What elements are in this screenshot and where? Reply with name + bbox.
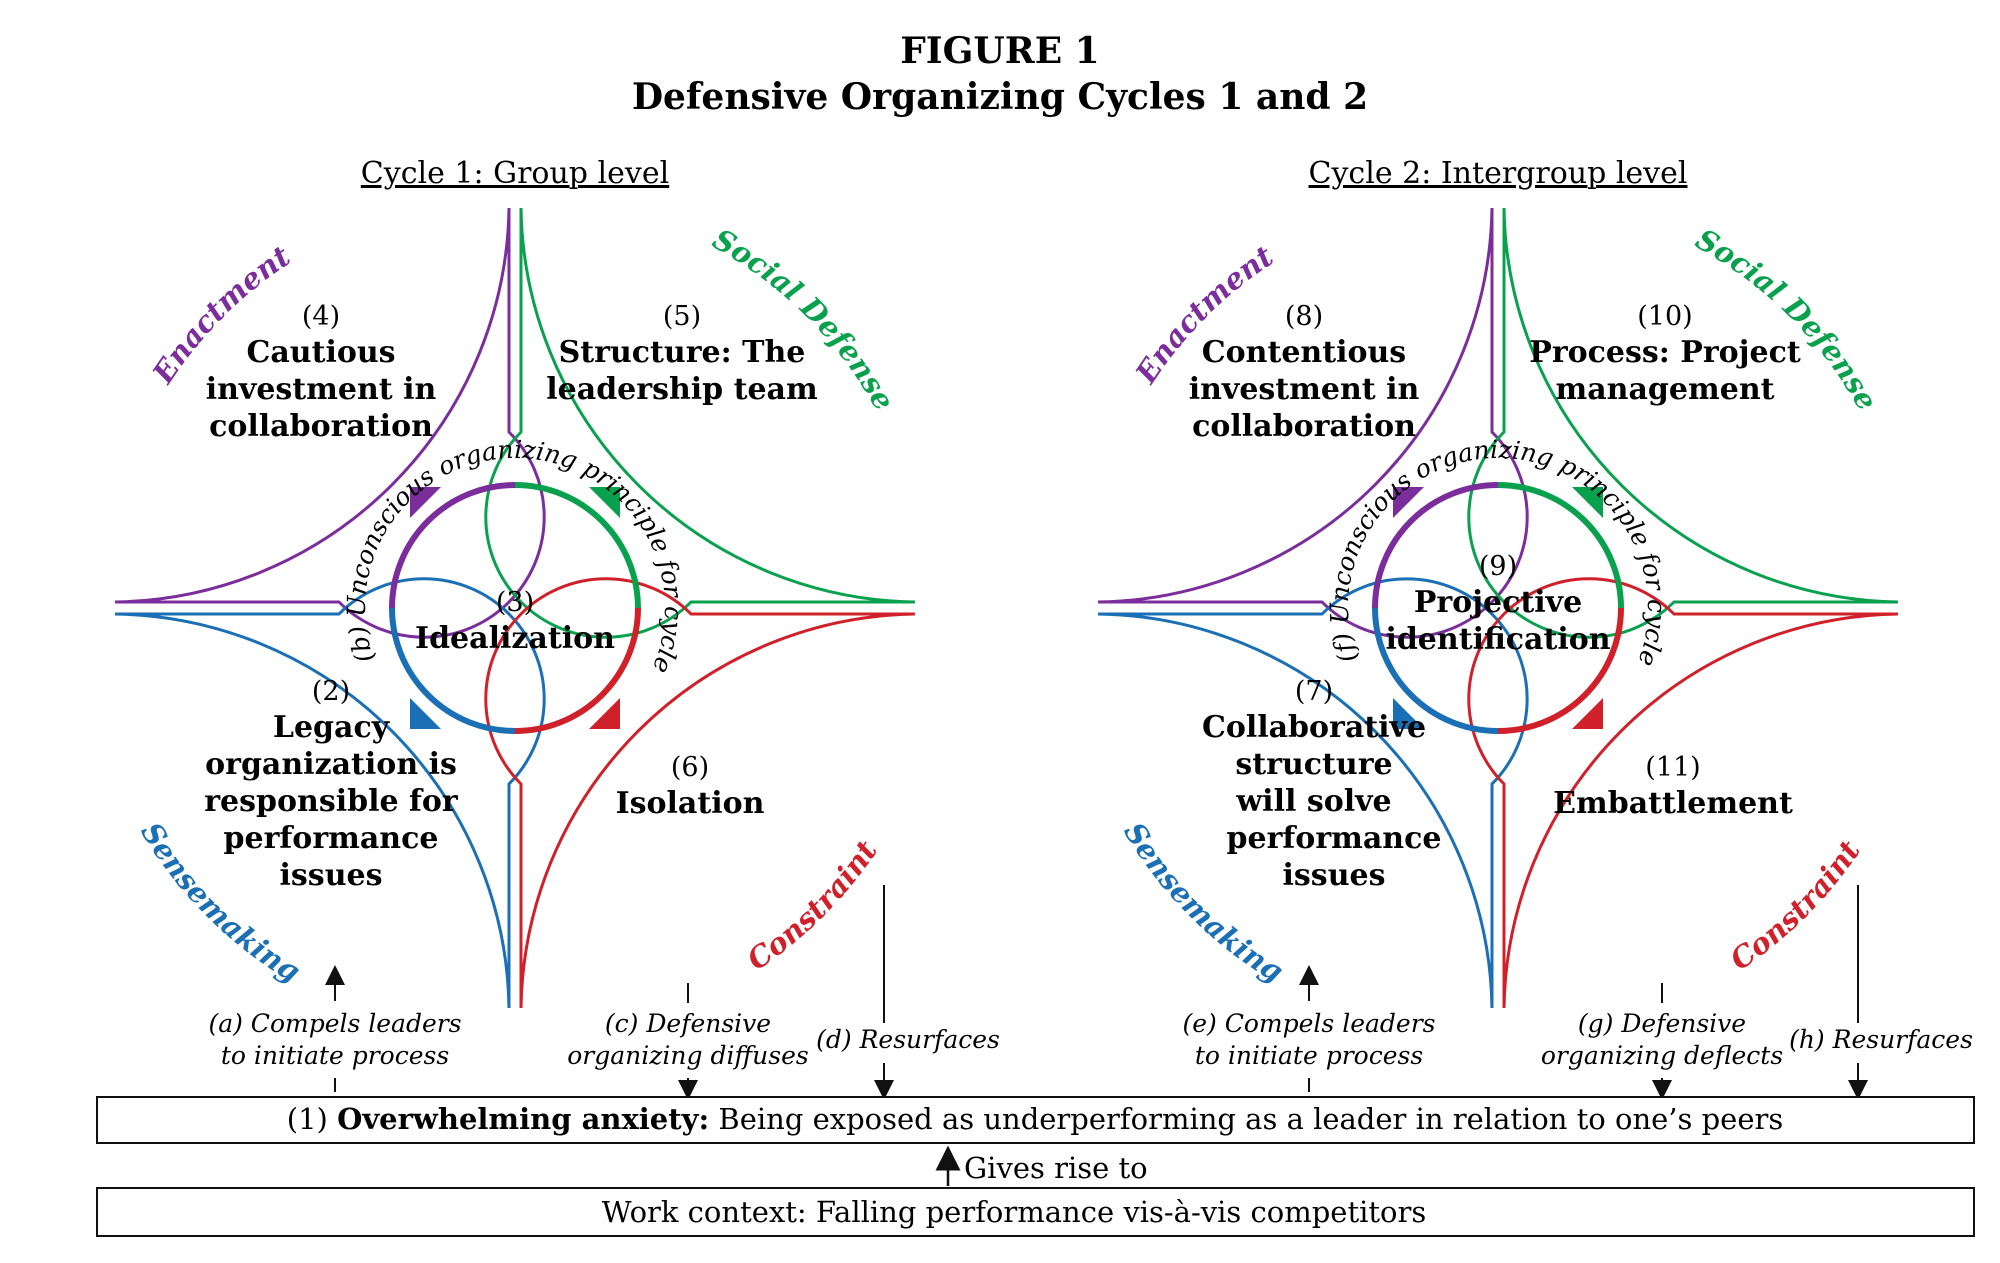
cycle1-sensemaking-line-5: issues bbox=[280, 858, 383, 893]
cycle1-notes: (a) Compels leaders to initiate process … bbox=[208, 885, 1000, 1100]
cycle2-constraint-label: Constraint bbox=[1724, 834, 1867, 977]
cycle2-flag-sensemaking bbox=[1393, 698, 1424, 729]
cycle2-sensemaking-line-5: issues bbox=[1283, 858, 1386, 893]
note-e-line2: to initiate process bbox=[1195, 1041, 1423, 1070]
cycle2-center-number: (9) bbox=[1479, 551, 1517, 582]
cycle2-enactment-number: (8) bbox=[1285, 301, 1323, 332]
anxiety-box bbox=[96, 1096, 1975, 1144]
cycle2-ring-social-defense bbox=[1497, 482, 1624, 609]
cycle2-social-defense-number: (10) bbox=[1637, 301, 1692, 332]
gives-rise-label: Gives rise to bbox=[964, 1151, 1148, 1185]
cycle2-sensemaking-line-2: structure bbox=[1235, 747, 1392, 782]
cycle1-heading: Cycle 1: Group level bbox=[361, 156, 669, 191]
cycle1-sensemaking-quadrant bbox=[115, 577, 546, 1008]
cycle1-sensemaking-number: (2) bbox=[312, 676, 350, 707]
note-a-line1: (a) Compels leaders bbox=[208, 1009, 461, 1038]
cycle2-sensemaking-line-4: performance bbox=[1227, 821, 1442, 856]
cycle2-enactment-line-3: collaboration bbox=[1192, 409, 1416, 444]
anxiety-text: (1) Overwhelming anxiety: Being exposed … bbox=[287, 1102, 1783, 1136]
cycle1-flag-social-defense bbox=[589, 487, 620, 518]
figure-title: FIGURE 1 bbox=[900, 30, 1099, 72]
cycle2-ring-constraint bbox=[1497, 607, 1624, 734]
cycle2-constraint-line-1: Embattlement bbox=[1553, 786, 1793, 821]
cycle2-social-defense-quadrant bbox=[1467, 208, 1898, 639]
cycle1-constraint-quadrant bbox=[484, 577, 915, 1008]
cycle2-sensemaking-line-3: will solve bbox=[1235, 784, 1391, 819]
cycle1-ring-sensemaking bbox=[389, 607, 516, 734]
cycle2-flag-enactment bbox=[1393, 487, 1424, 518]
cycle1-enactment-line-2: investment in bbox=[206, 372, 437, 407]
cycle1-social-defense-number: (5) bbox=[663, 301, 701, 332]
cycle2-flag-constraint bbox=[1572, 698, 1603, 729]
cycle1-ring-enactment bbox=[389, 482, 516, 609]
cycle2-center-line-1: Projective bbox=[1414, 585, 1582, 620]
cycle2-ring-enactment bbox=[1372, 482, 1499, 609]
note-c-line2: organizing diffuses bbox=[567, 1041, 809, 1070]
cycle1-diagram: (b) Unconscious organizing principle for… bbox=[115, 208, 915, 1008]
cycle2-heading: Cycle 2: Intergroup level bbox=[1309, 156, 1688, 191]
cycle1-constraint-number: (6) bbox=[671, 752, 709, 783]
cycle1-center-line-1: Idealization bbox=[415, 621, 615, 656]
cycle1-enactment-quadrant bbox=[115, 208, 546, 639]
note-g-line1: (g) Defensive bbox=[1578, 1009, 1746, 1038]
cycle1-enactment-line-3: collaboration bbox=[209, 409, 433, 444]
cycle1-sensemaking-line-4: performance bbox=[224, 821, 439, 856]
note-d: (d) Resurfaces bbox=[816, 1025, 1000, 1054]
cycle2-sensemaking-quadrant bbox=[1098, 577, 1529, 1008]
cycle2-sensemaking-line-1: Collaborative bbox=[1202, 710, 1426, 745]
cycle2-sensemaking-number: (7) bbox=[1295, 676, 1333, 707]
cycle1-ring-constraint bbox=[514, 607, 641, 734]
cycle2-enactment-quadrant bbox=[1098, 208, 1529, 639]
cycle2-social-defense-line-1: Process: Project bbox=[1529, 335, 1801, 370]
note-e-line1: (e) Compels leaders bbox=[1183, 1009, 1436, 1038]
note-a-line2: to initiate process bbox=[221, 1041, 449, 1070]
cycle2-center-line-2: identification bbox=[1385, 622, 1610, 657]
cycle1-flag-constraint bbox=[589, 698, 620, 729]
cycle1-sensemaking-line-1: Legacy bbox=[273, 710, 391, 745]
cycle2-constraint-number: (11) bbox=[1645, 752, 1700, 783]
cycle1-ring-social-defense bbox=[514, 482, 641, 609]
cycle1-social-defense-quadrant bbox=[484, 208, 915, 639]
cycle1-social-defense-line-2: leadership team bbox=[546, 372, 818, 407]
cycle2-flag-social-defense bbox=[1572, 487, 1603, 518]
note-c-line1: (c) Defensive bbox=[605, 1009, 771, 1038]
figure-subtitle: Defensive Organizing Cycles 1 and 2 bbox=[632, 76, 1368, 118]
cycle1-social-defense-line-1: Structure: The bbox=[559, 335, 806, 370]
note-g-line2: organizing deflects bbox=[1541, 1041, 1783, 1070]
cycle1-enactment-line-1: Cautious bbox=[246, 335, 395, 370]
cycle1-flag-sensemaking bbox=[410, 698, 441, 729]
cycle2-notes: (e) Compels leaders to initiate process … bbox=[1183, 885, 1973, 1100]
cycle2-diagram: (f) Unconscious organizing principle for… bbox=[1098, 208, 1898, 1008]
cycle1-center-number: (3) bbox=[496, 587, 534, 618]
work-context-box bbox=[96, 1187, 1975, 1237]
cycle1-flag-enactment bbox=[410, 487, 441, 518]
cycle1-sensemaking-line-3: responsible for bbox=[204, 784, 459, 819]
work-context-text: Work context: Falling performance vis-à-… bbox=[602, 1195, 1427, 1229]
cycle2-constraint-quadrant bbox=[1467, 577, 1898, 1008]
cycle2-social-defense-line-2: management bbox=[1556, 372, 1775, 407]
cycle1-constraint-line-1: Isolation bbox=[616, 786, 765, 821]
cycle2-ring-sensemaking bbox=[1372, 607, 1499, 734]
note-h: (h) Resurfaces bbox=[1789, 1025, 1973, 1054]
cycle2-enactment-line-1: Contentious bbox=[1202, 335, 1406, 370]
cycle1-sensemaking-line-2: organization is bbox=[205, 747, 457, 782]
cycle1-constraint-label: Constraint bbox=[741, 834, 884, 977]
cycle1-enactment-number: (4) bbox=[302, 301, 340, 332]
cycle2-enactment-line-2: investment in bbox=[1189, 372, 1420, 407]
